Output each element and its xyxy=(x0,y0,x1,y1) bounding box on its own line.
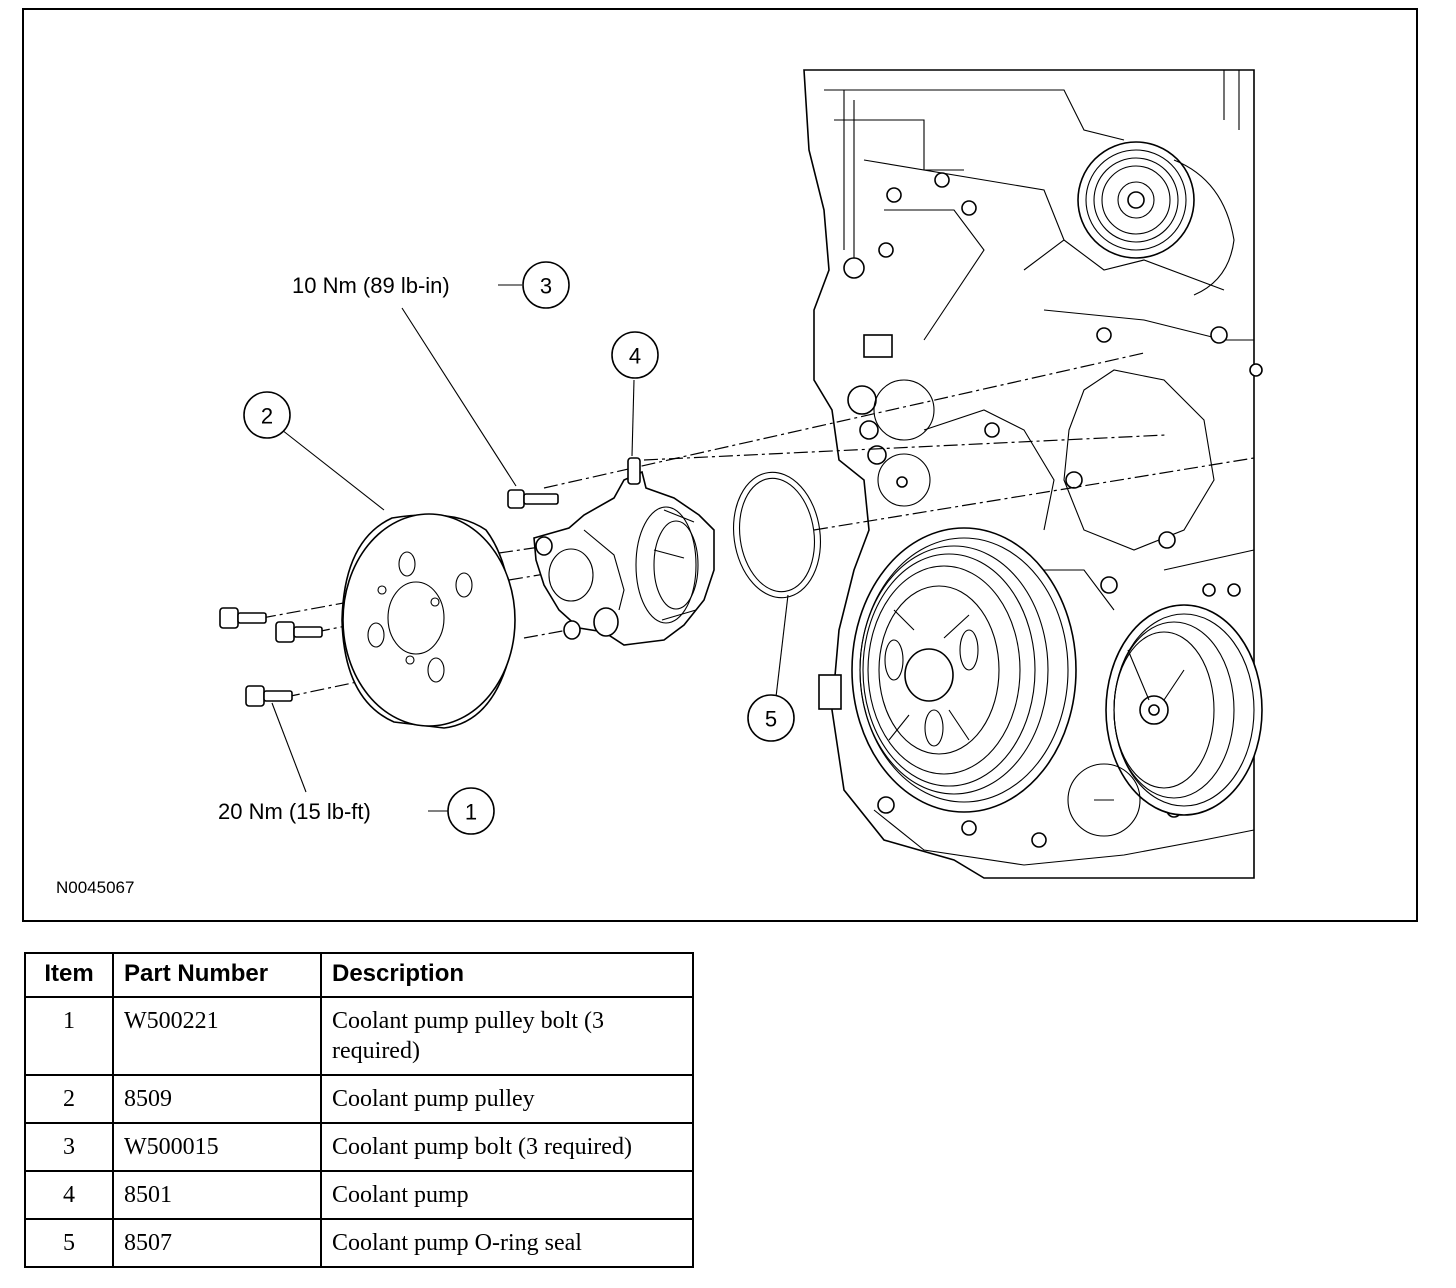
cell-description: Coolant pump O-ring seal xyxy=(320,1218,694,1268)
cell-part-number: W500015 xyxy=(112,1122,322,1172)
cell-item: 1 xyxy=(24,996,114,1076)
header-item: Item xyxy=(24,952,114,998)
engine-front-drawing xyxy=(803,69,1263,879)
exploded-view-illustration: 10 Nm (89 lb-in) 3 4 2 5 20 Nm (15 lb-ft… xyxy=(56,69,1263,897)
pump-bolt-part xyxy=(507,489,559,509)
table-row: 4 8501 Coolant pump xyxy=(24,1170,694,1220)
table-row: 3 W500015 Coolant pump bolt (3 required) xyxy=(24,1122,694,1172)
callout-3-number: 3 xyxy=(540,274,552,299)
table-header-row: Item Part Number Description xyxy=(24,952,694,998)
cell-description: Coolant pump pulley xyxy=(320,1074,694,1124)
cell-description: Coolant pump bolt (3 required) xyxy=(320,1122,694,1172)
table-row: 1 W500221 Coolant pump pulley bolt (3 re… xyxy=(24,996,694,1076)
cell-item: 3 xyxy=(24,1122,114,1172)
callout-5-number: 5 xyxy=(765,707,777,732)
callout-1: 20 Nm (15 lb-ft) 1 xyxy=(218,787,495,835)
figure-id-label: N0045067 xyxy=(56,878,134,897)
cell-description: Coolant pump xyxy=(320,1170,694,1220)
table-row: 5 8507 Coolant pump O-ring seal xyxy=(24,1218,694,1268)
callout-4: 4 xyxy=(611,331,659,379)
callout-5: 5 xyxy=(747,694,795,742)
callout-1-number: 1 xyxy=(465,800,477,825)
pulley-bolts-part xyxy=(219,607,323,707)
cell-part-number: 8507 xyxy=(112,1218,322,1268)
cell-item: 4 xyxy=(24,1170,114,1220)
parts-table: Item Part Number Description 1 W500221 C… xyxy=(24,952,694,1268)
callout-3: 10 Nm (89 lb-in) 3 xyxy=(292,261,570,309)
header-part-number: Part Number xyxy=(112,952,322,998)
callout-4-number: 4 xyxy=(629,344,641,369)
callout-2: 2 xyxy=(243,391,291,439)
cell-part-number: W500221 xyxy=(112,996,322,1076)
cell-part-number: 8501 xyxy=(112,1170,322,1220)
coolant-pump-pulley-part xyxy=(341,513,516,729)
cell-description: Coolant pump pulley bolt (3 required) xyxy=(320,996,694,1076)
cell-item: 2 xyxy=(24,1074,114,1124)
o-ring-seal-part xyxy=(732,471,822,599)
callout-3-torque: 10 Nm (89 lb-in) xyxy=(292,273,450,298)
callout-2-number: 2 xyxy=(261,404,273,429)
cell-item: 5 xyxy=(24,1218,114,1268)
callout-1-torque: 20 Nm (15 lb-ft) xyxy=(218,799,371,824)
coolant-pump-part xyxy=(533,457,715,646)
cell-part-number: 8509 xyxy=(112,1074,322,1124)
callout-leaders xyxy=(271,284,789,812)
table-row: 2 8509 Coolant pump pulley xyxy=(24,1074,694,1124)
figure-frame: 10 Nm (89 lb-in) 3 4 2 5 20 Nm (15 lb-ft… xyxy=(22,8,1418,922)
header-description: Description xyxy=(320,952,694,998)
